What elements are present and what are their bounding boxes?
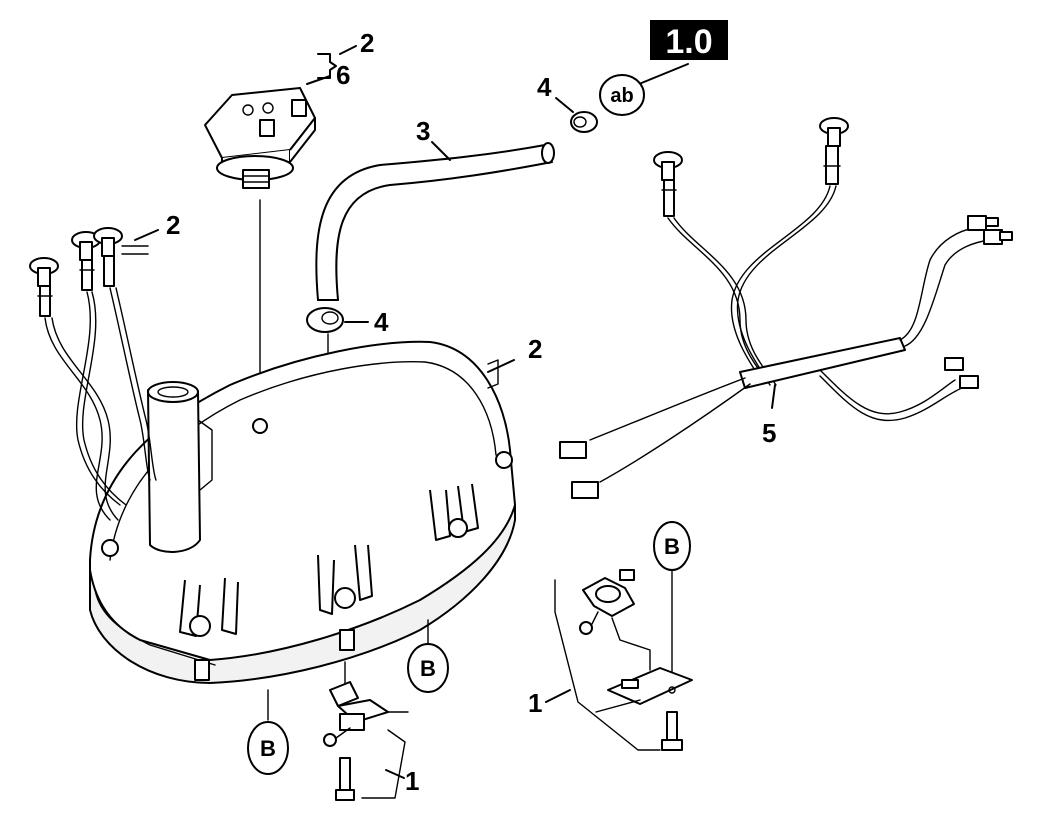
callout-4-top: 4	[537, 72, 552, 102]
b-reference-marker-bottom-left: B	[247, 689, 289, 775]
callout-2-leads: 2	[166, 210, 180, 240]
svg-text:B: B	[664, 534, 680, 559]
hose-clamp-top	[555, 97, 598, 133]
hose-clamp-bottom	[306, 307, 369, 333]
thermostat-assembly-left	[323, 661, 409, 801]
svg-text:B: B	[420, 656, 436, 681]
figure-number-badge: 1.0	[650, 20, 728, 61]
figure-number-text: 1.0	[665, 23, 712, 61]
callout-3: 3	[416, 116, 430, 146]
switch-mount-hole	[252, 418, 268, 434]
callout-bracket	[317, 53, 337, 79]
callout-1-left: 1	[405, 766, 419, 796]
callout-5: 5	[762, 418, 776, 448]
b-reference-marker-middle: B	[407, 619, 449, 693]
ab-marker-text: ab	[610, 85, 633, 107]
svg-text:B: B	[260, 736, 276, 761]
callout-6: 6	[336, 60, 350, 90]
left-terminal-leads	[29, 227, 159, 521]
callout-2-tank: 2	[528, 334, 542, 364]
callout-1-right: 1	[528, 688, 542, 718]
b-reference-marker-right: B	[653, 521, 691, 681]
tank-housing	[89, 340, 516, 684]
pressure-switch-part	[204, 75, 331, 189]
callout-2-switch: 2	[360, 28, 374, 58]
thermostat-assembly-right	[545, 569, 693, 751]
callout-4-bottom: 4	[374, 307, 389, 337]
hose-part	[315, 142, 555, 301]
wiring-harness-part	[559, 117, 1013, 499]
ab-reference-marker: ab	[599, 63, 689, 116]
